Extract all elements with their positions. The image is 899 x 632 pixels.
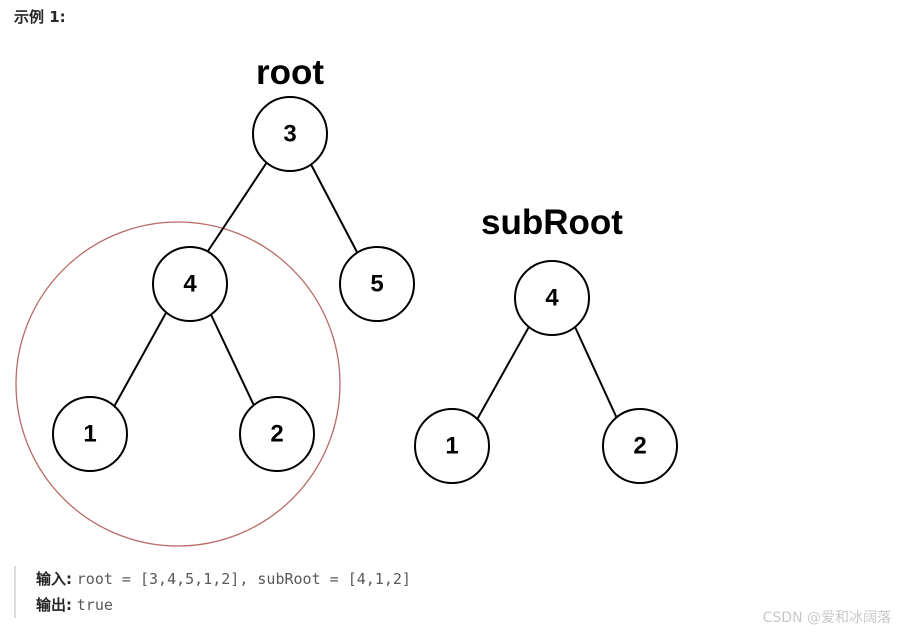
example-io-block: 输入: root = [3,4,5,1,2], subRoot = [4,1,2… xyxy=(14,566,411,618)
node-label: 4 xyxy=(545,285,559,312)
node-label: 2 xyxy=(633,433,646,460)
tree-node-r2: 2 xyxy=(239,396,315,472)
edge-r3-r5 xyxy=(304,152,359,255)
edge-r4-r1 xyxy=(109,301,173,415)
node-label: 3 xyxy=(283,121,296,148)
edge-s4-s2 xyxy=(569,315,621,426)
node-label: 4 xyxy=(183,271,197,298)
output-line: 输出: true xyxy=(36,592,411,618)
csdn-watermark: CSDN @爱和冰阔落 xyxy=(762,610,891,626)
input-line: 输入: root = [3,4,5,1,2], subRoot = [4,1,2… xyxy=(36,566,411,592)
tree-node-s2: 2 xyxy=(602,408,678,484)
tree-node-s4: 4 xyxy=(514,260,590,336)
input-label: 输入: xyxy=(36,570,72,588)
tree-node-s1: 1 xyxy=(414,408,490,484)
node-label: 1 xyxy=(445,433,458,460)
node-label: 2 xyxy=(270,421,283,448)
edge-r3-r4 xyxy=(205,152,274,255)
subroot-tree-title: subRoot xyxy=(481,203,623,242)
node-label: 1 xyxy=(83,421,96,448)
tree-node-r3: 3 xyxy=(252,96,328,172)
edge-r4-r2 xyxy=(204,301,259,415)
example-title: 示例 1: xyxy=(14,8,66,26)
node-label: 5 xyxy=(370,271,383,298)
output-value: true xyxy=(76,596,113,614)
output-label: 输出: xyxy=(36,596,72,614)
tree-diagram: root subRoot 3 4 5 1 2 4 1 2 xyxy=(15,53,678,547)
tree-node-r4: 4 xyxy=(152,246,228,322)
root-tree-title: root xyxy=(256,53,324,92)
input-value: root = [3,4,5,1,2], subRoot = [4,1,2] xyxy=(76,570,411,588)
edge-s4-s1 xyxy=(473,315,536,426)
tree-node-r1: 1 xyxy=(52,396,128,472)
tree-node-r5: 5 xyxy=(339,246,415,322)
subtree-highlight-circle xyxy=(15,221,341,547)
